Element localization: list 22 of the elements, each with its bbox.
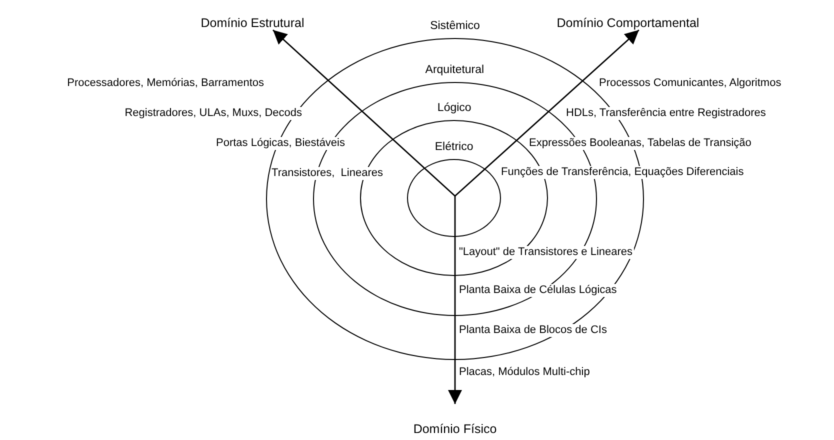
physical-level-label: Placas, Módulos Multi-chip bbox=[458, 366, 591, 379]
level-label: Elétrico bbox=[434, 141, 474, 154]
level-description: Processos Comunicantes, Algoritmos bbox=[598, 77, 782, 90]
level-label: Sistêmico bbox=[429, 20, 481, 32]
domain-label: Domínio Comportamental bbox=[530, 10, 726, 30]
level-description: Processadores, Memórias, Barramentos bbox=[66, 77, 265, 90]
level-description: HDLs, Transferência entre Registradores bbox=[565, 107, 767, 120]
arrow bbox=[454, 29, 640, 197]
physical-level-label: Planta Baixa de Células Lógicas bbox=[458, 284, 618, 297]
arrow bbox=[448, 196, 462, 404]
level-label: Arquitetural bbox=[424, 64, 486, 76]
level-label: Lógico bbox=[436, 102, 472, 114]
physical-level-label: "Layout" de Transistores e Lineares bbox=[458, 246, 634, 259]
level-description: Portas Lógicas, Biestáveis bbox=[214, 137, 346, 150]
domain-label: Domínio Estrutural bbox=[180, 10, 325, 30]
physical-level-label: Planta Baixa de Blocos de CIs bbox=[458, 324, 608, 337]
arrow bbox=[272, 29, 456, 197]
level-description: Transistores, Lineares bbox=[270, 167, 384, 180]
level-description: Expressões Booleanas, Tabelas de Transição bbox=[528, 137, 752, 150]
level-description: Registradores, ULAs, Muxs, Decods bbox=[124, 107, 303, 120]
domain-label: Domínio Físico bbox=[400, 404, 510, 436]
level-description: Funções de Transferência, Equações Diferenciais bbox=[500, 166, 745, 179]
